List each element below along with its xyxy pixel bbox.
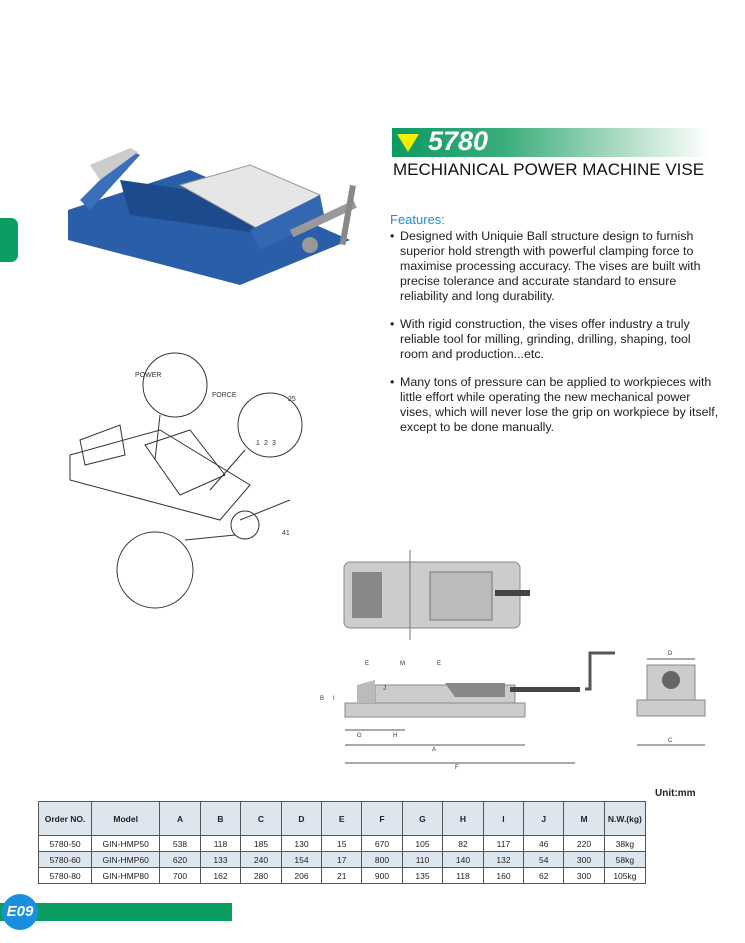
dim-label-j: J — [383, 686, 386, 692]
table-cell: 162 — [199, 867, 242, 884]
column-header: Model — [91, 801, 161, 836]
table-cell: 132 — [482, 851, 525, 868]
callout-25: 25 — [288, 396, 296, 403]
column-header: E — [321, 801, 363, 836]
table-cell: 620 — [159, 851, 201, 868]
table-cell: GIN-HMP50 — [91, 835, 161, 852]
table-cell: 133 — [199, 851, 242, 868]
feature-item: Many tons of pressure can be applied to … — [390, 375, 720, 435]
table-cell: 280 — [240, 867, 282, 884]
end-view-drawing: D C — [636, 651, 706, 746]
product-photo — [68, 148, 357, 285]
dim-label-g: G — [357, 733, 362, 739]
mechanism-diagram: POWER FORCE 25 1 2 3 41 — [69, 352, 303, 609]
table-cell: 140 — [442, 851, 484, 868]
table-cell: 300 — [563, 867, 605, 884]
dim-label-b: B — [320, 696, 324, 702]
table-cell: 670 — [361, 835, 403, 852]
table-cell: 5780-60 — [37, 851, 93, 868]
table-cell: 160 — [482, 867, 525, 884]
triangle-marker-icon — [397, 134, 419, 152]
footer-bar — [0, 903, 232, 921]
table-cell: GIN-HMP80 — [91, 867, 161, 884]
table-cell: 118 — [442, 867, 484, 884]
table-cell: GIN-HMP60 — [91, 851, 161, 868]
table-cell: 5780-50 — [37, 835, 93, 852]
dim-label-m: M — [400, 661, 405, 667]
table-cell: 117 — [482, 835, 525, 852]
table-cell: 185 — [240, 835, 282, 852]
section-tab — [0, 218, 18, 262]
product-title: MECHIANICAL POWER MACHINE VISE — [393, 160, 705, 179]
unit-label: Unit:mm — [655, 788, 696, 799]
column-header: N.W.(kg) — [603, 801, 647, 836]
dim-label-c: C — [668, 738, 673, 744]
column-header: G — [401, 801, 444, 836]
side-view-drawing: E M E J B I G H A F — [320, 651, 615, 771]
title-band — [392, 128, 710, 157]
table-cell: 5780-80 — [37, 867, 93, 884]
dim-label-a: A — [432, 747, 436, 753]
dim-label-e: E — [365, 661, 369, 667]
table-cell: 62 — [523, 867, 565, 884]
table-cell: 54 — [523, 851, 565, 868]
column-header: F — [361, 801, 403, 836]
column-header: M — [563, 801, 605, 836]
callout-1: 1 — [256, 440, 260, 447]
table-cell: 110 — [401, 851, 444, 868]
spec-table: Order NO. Model A B C D E F G H I J M N.… — [37, 801, 708, 884]
column-header: Order NO. — [37, 801, 93, 836]
table-cell: 38kg — [603, 835, 647, 852]
column-header: H — [442, 801, 484, 836]
features-heading: Features: — [390, 212, 445, 227]
table-cell: 206 — [280, 867, 323, 884]
table-cell: 240 — [240, 851, 282, 868]
dim-label-f: F — [455, 765, 459, 771]
table-cell: 15 — [321, 835, 363, 852]
table-header-row: Order NO. Model A B C D E F G H I J M N.… — [37, 801, 708, 836]
callout-3: 3 — [272, 440, 276, 447]
power-label: POWER — [135, 372, 161, 379]
force-label: FORCE — [212, 392, 237, 399]
table-cell: 118 — [199, 835, 242, 852]
table-cell: 154 — [280, 851, 323, 868]
feature-item: With rigid construction, the vises offer… — [390, 317, 720, 362]
top-view-drawing — [343, 550, 530, 640]
table-cell: 17 — [321, 851, 363, 868]
dim-label-d: D — [668, 651, 673, 657]
table-cell: 300 — [563, 851, 605, 868]
table-cell: 900 — [361, 867, 403, 884]
table-cell: 538 — [159, 835, 201, 852]
table-cell: 105 — [401, 835, 444, 852]
column-header: C — [240, 801, 282, 836]
callout-2: 2 — [264, 440, 268, 447]
features-section: Features: Designed with Uniquie Ball str… — [390, 212, 720, 448]
column-header: D — [280, 801, 323, 836]
dim-label-i: I — [333, 696, 335, 702]
feature-item: Designed with Uniquie Ball structure des… — [390, 229, 720, 304]
table-cell: 800 — [361, 851, 403, 868]
table-cell: 58kg — [603, 851, 647, 868]
table-cell: 105kg — [603, 867, 647, 884]
callout-41: 41 — [282, 530, 290, 537]
table-cell: 46 — [523, 835, 565, 852]
table-cell: 130 — [280, 835, 323, 852]
table-cell: 82 — [442, 835, 484, 852]
table-cell: 21 — [321, 867, 363, 884]
column-header: J — [523, 801, 565, 836]
dim-label-e2: E — [437, 661, 441, 667]
page-number-badge: E09 — [2, 894, 38, 930]
table-cell: 220 — [563, 835, 605, 852]
column-header: I — [482, 801, 525, 836]
table-cell: 135 — [401, 867, 444, 884]
dim-label-h: H — [393, 733, 397, 739]
column-header: A — [159, 801, 201, 836]
model-number: 5780 — [428, 126, 489, 156]
column-header: B — [199, 801, 242, 836]
table-cell: 700 — [159, 867, 201, 884]
